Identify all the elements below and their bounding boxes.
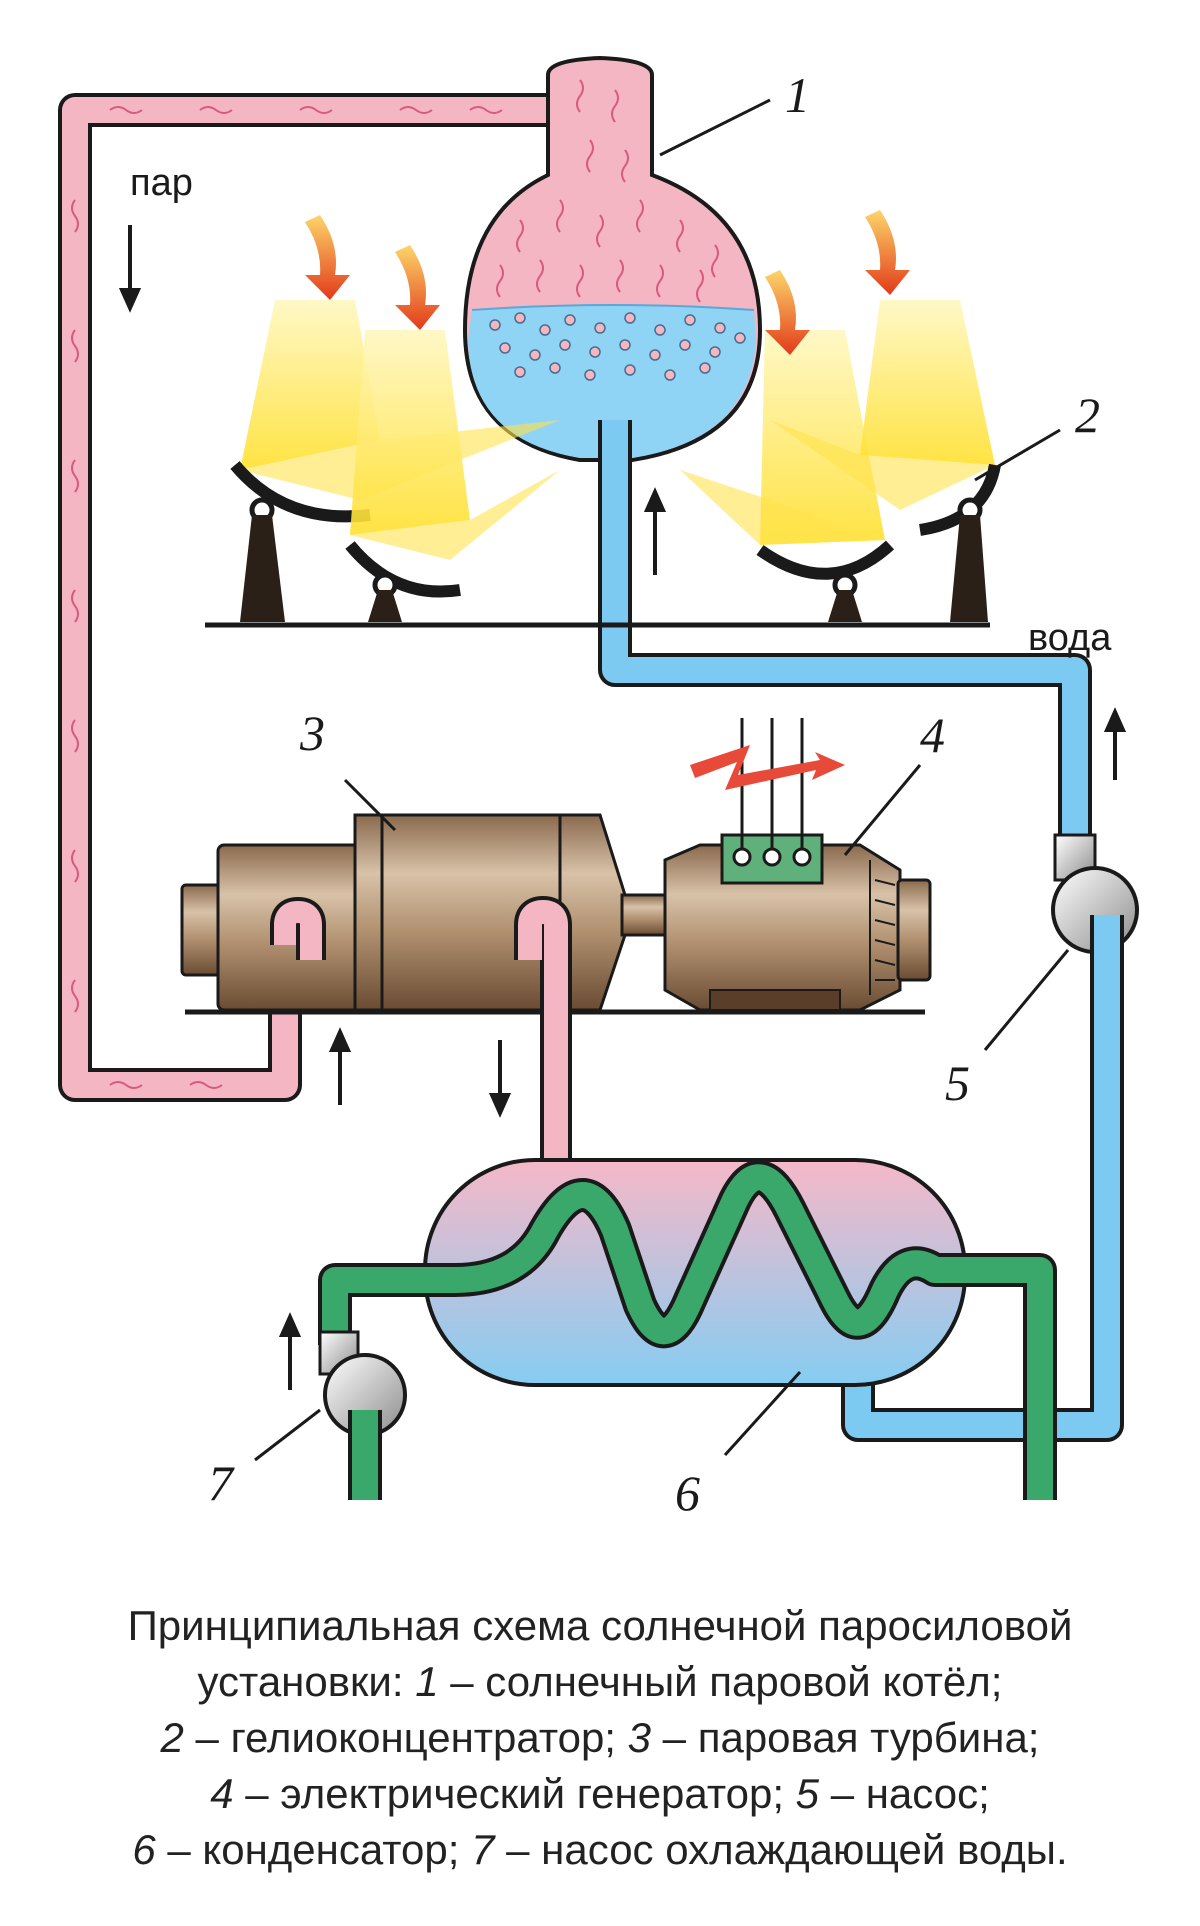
leader-lines <box>254 98 1070 1462</box>
label-7: 7 <box>208 1455 235 1511</box>
caption-line-3: 2 – гелиоконцентратор; 3 – паровая турби… <box>20 1710 1180 1766</box>
caption-number: 3 <box>627 1714 652 1761</box>
heliostat-right-2 <box>770 300 1001 622</box>
steam-supply-pipe <box>58 93 560 1102</box>
caption-number: 1 <box>415 1658 439 1705</box>
caption-text: – гелиоконцентратор; <box>183 1714 628 1761</box>
label-water: вода <box>1028 617 1112 659</box>
label-3: 3 <box>299 705 325 761</box>
steam-turbine <box>180 813 669 1012</box>
caption-text: установки: <box>197 1658 416 1705</box>
lightning-icon <box>690 745 845 790</box>
cooling-water-pump <box>318 1330 407 1500</box>
label-2: 2 <box>1075 387 1100 443</box>
caption-text: – конденсатор; <box>155 1826 472 1873</box>
caption-number: 5 <box>795 1770 820 1817</box>
caption-text: – паровая турбина; <box>651 1714 1040 1761</box>
label-1: 1 <box>785 67 810 123</box>
caption-text: – насос охлаждающей воды. <box>494 1826 1068 1873</box>
heliostat-right-1 <box>680 330 895 622</box>
label-4: 4 <box>920 707 945 763</box>
caption-number: 2 <box>160 1714 184 1761</box>
caption-line-5: 6 – конденсатор; 7 – насос охлаждающей в… <box>20 1822 1180 1878</box>
caption-text: – электрический генератор; <box>233 1770 796 1817</box>
caption-number: 4 <box>210 1770 234 1817</box>
caption-number: 7 <box>471 1826 495 1873</box>
caption-line-4: 4 – электрический генератор; 5 – насос; <box>20 1766 1180 1822</box>
caption-number: 6 <box>132 1826 156 1873</box>
feed-water-pipe <box>598 420 1124 1442</box>
caption-line-1: Принципиальная схема солнечной паросилов… <box>127 1602 1073 1649</box>
solar-steam-plant-diagram: 1 2 3 4 5 6 7 пар вода <box>58 55 1139 1521</box>
flow-arrows <box>118 225 1127 1390</box>
caption-line-2: установки: 1 – солнечный паровой котёл; <box>20 1654 1180 1710</box>
caption-text: – солнечный паровой котёл; <box>438 1658 1003 1705</box>
sun-heat-arrows <box>305 210 910 355</box>
caption-text: – насос; <box>819 1770 990 1817</box>
heliostat-left-2 <box>345 330 560 622</box>
turbine-steam-loops <box>270 895 572 1170</box>
label-6: 6 <box>675 1465 700 1521</box>
electric-generator <box>663 718 932 1012</box>
label-5: 5 <box>945 1055 970 1111</box>
figure-caption: Принципиальная схема солнечной паросилов… <box>20 1598 1180 1878</box>
solar-steam-boiler <box>462 55 763 462</box>
label-steam: пар <box>130 162 193 204</box>
